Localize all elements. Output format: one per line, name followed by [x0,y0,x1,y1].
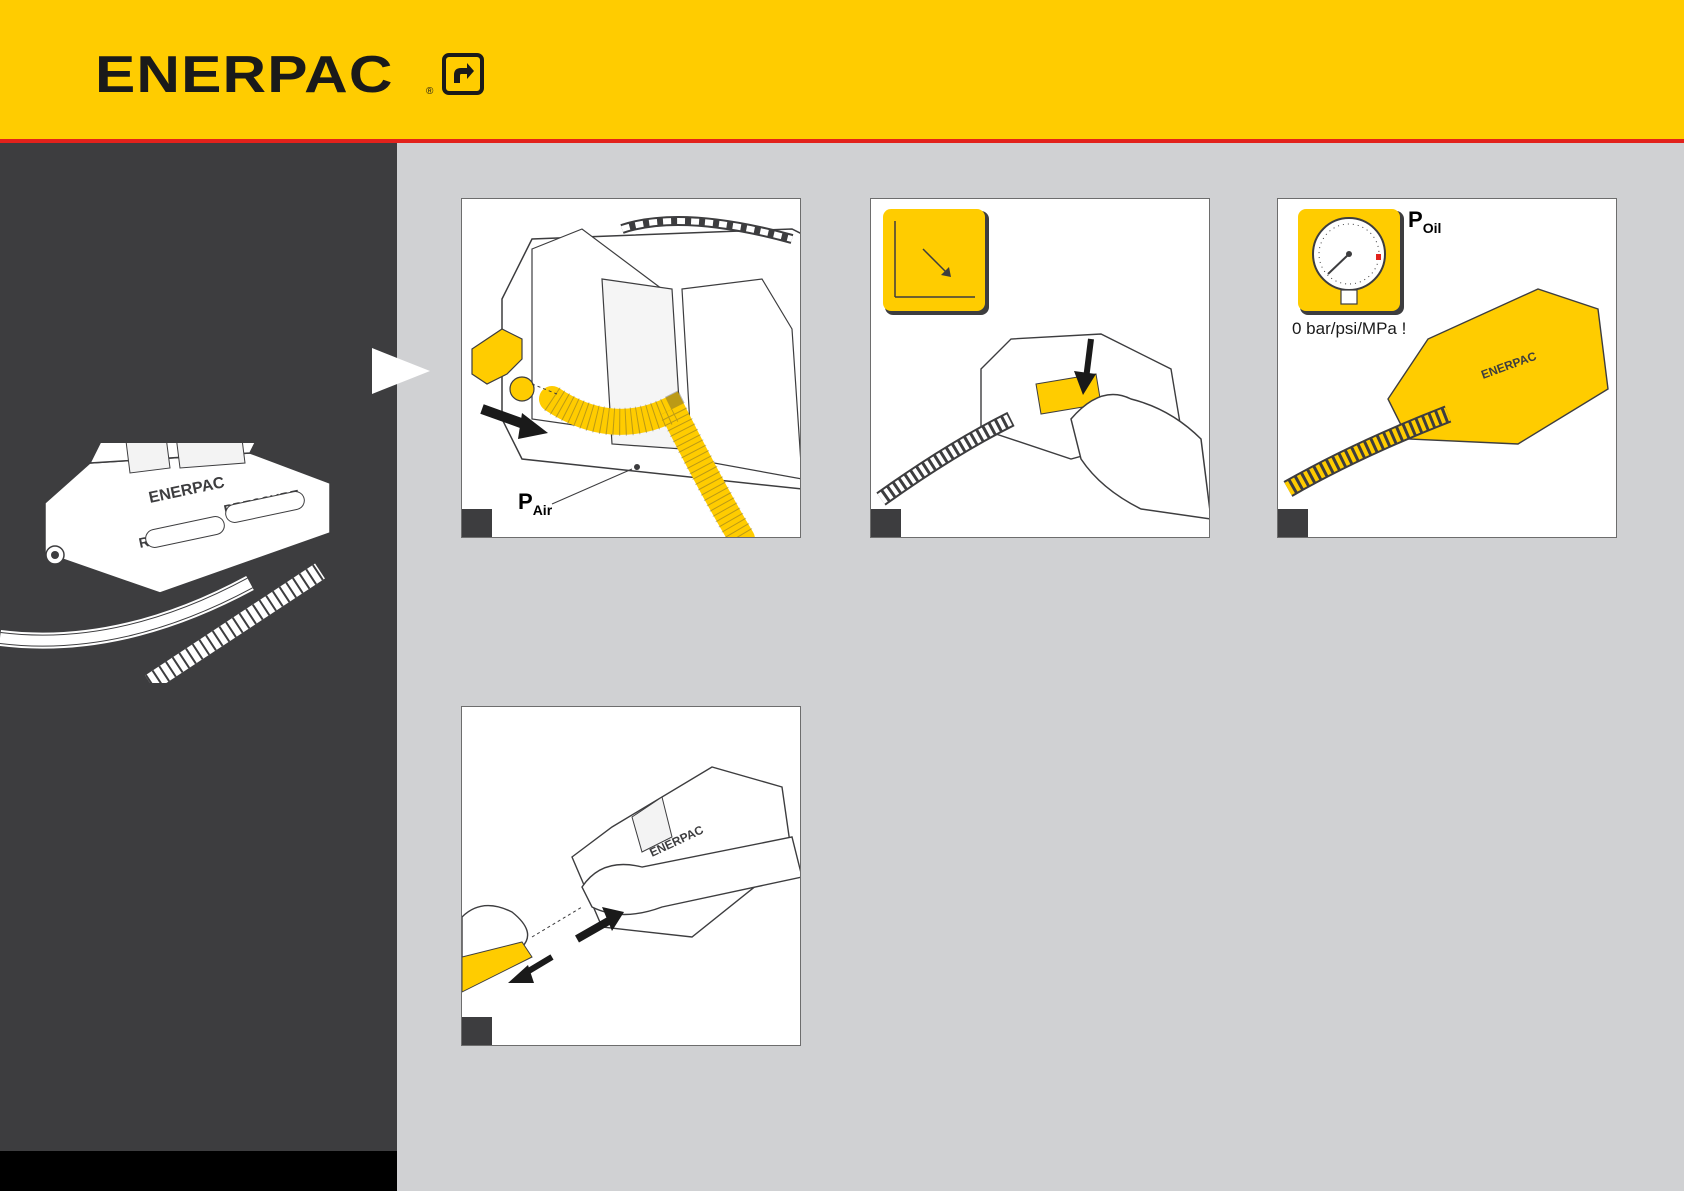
step-panel-release-button [870,198,1210,538]
hand-icon [1071,395,1210,520]
pump-illustration: ENERPAC RELEASE PRESSURE [0,443,397,683]
header-bar: ENERPAC ® [0,0,1684,139]
enerpac-logo-icon [442,53,484,95]
step-number-box [462,1017,492,1045]
step-panel-air-disconnect: PAir [461,198,801,538]
step-number-box [462,509,492,537]
pressure-gauge-icon [1298,209,1404,315]
enerpac-logo: ENERPAC ® [95,50,495,100]
step-number-box [1278,509,1308,537]
pressure-check-illustration: ENERPAC [1278,199,1617,538]
logo-text: ENERPAC [95,50,394,100]
step-panel-coupler-disconnect: ENERPAC [461,706,801,1046]
sidebar: ENERPAC RELEASE PRESSURE [0,143,397,1151]
release-symbol-icon [883,209,989,315]
air-disconnect-illustration [462,199,801,538]
sidebar-footer [0,1151,397,1191]
release-button-illustration [871,199,1210,538]
oil-pressure-label: POil [1408,207,1441,233]
registered-mark: ® [426,86,433,97]
step-panel-pressure-check: ENERPAC POil 0 bar/psi/MPa ! [1277,198,1617,538]
air-pressure-label: PAir [518,489,552,515]
zero-pressure-note: 0 bar/psi/MPa ! [1292,319,1406,339]
next-step-arrow-icon [372,348,432,394]
coupler-disconnect-illustration: ENERPAC [462,707,801,1046]
step-number-box [871,509,901,537]
